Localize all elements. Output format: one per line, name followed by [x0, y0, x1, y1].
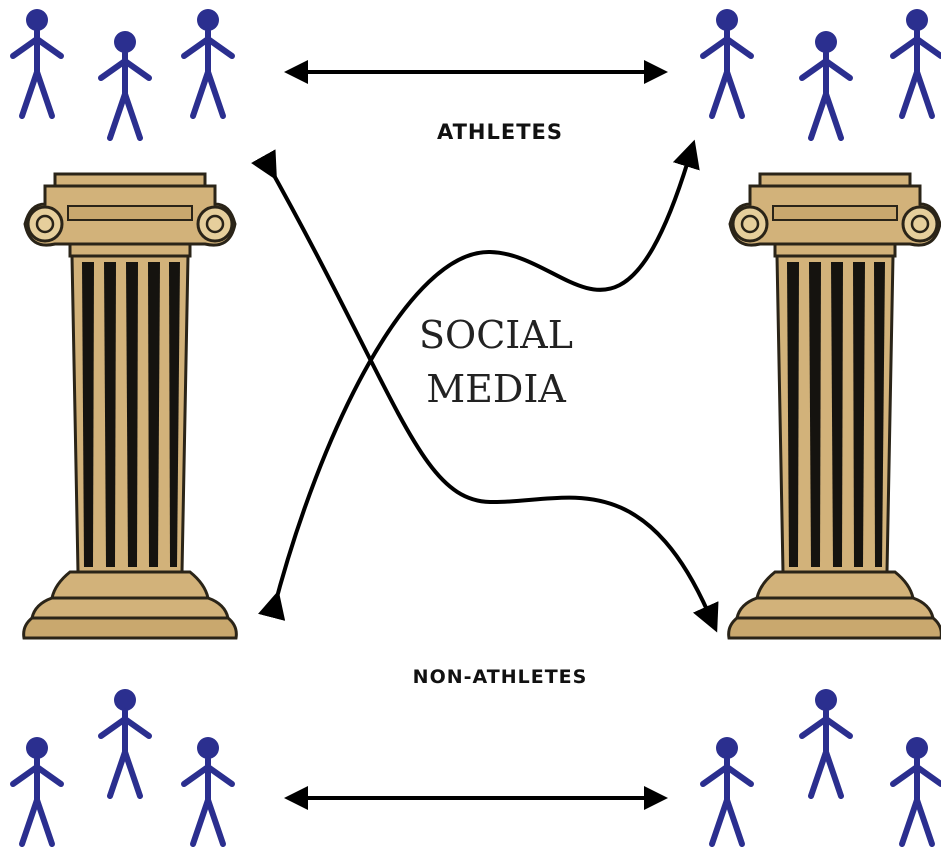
person-icon	[893, 737, 941, 844]
person-icon	[13, 9, 61, 116]
social-media-label-line1: SOCIAL	[419, 313, 573, 357]
athletes-group-left	[13, 9, 232, 138]
person-icon	[184, 9, 232, 116]
person-icon	[101, 689, 149, 796]
person-icon	[893, 9, 941, 116]
curved-arrow-non-athletes-to-athletes	[258, 139, 700, 621]
athletes-label: ATHLETES	[437, 120, 563, 144]
person-icon	[703, 9, 751, 116]
athletes-group-right	[703, 9, 941, 138]
non-athletes-group-left	[13, 689, 232, 844]
ionic-column-icon-left	[22, 172, 238, 640]
person-icon	[703, 737, 751, 844]
person-icon	[802, 31, 850, 138]
non-athletes-label: NON-ATHLETES	[413, 666, 588, 688]
non-athletes-group-right	[703, 689, 941, 844]
person-icon	[101, 31, 149, 138]
person-icon	[184, 737, 232, 844]
person-icon	[13, 737, 61, 844]
ionic-column-icon-right	[727, 172, 941, 640]
social-media-label-line2: MEDIA	[426, 367, 566, 411]
person-icon	[802, 689, 850, 796]
